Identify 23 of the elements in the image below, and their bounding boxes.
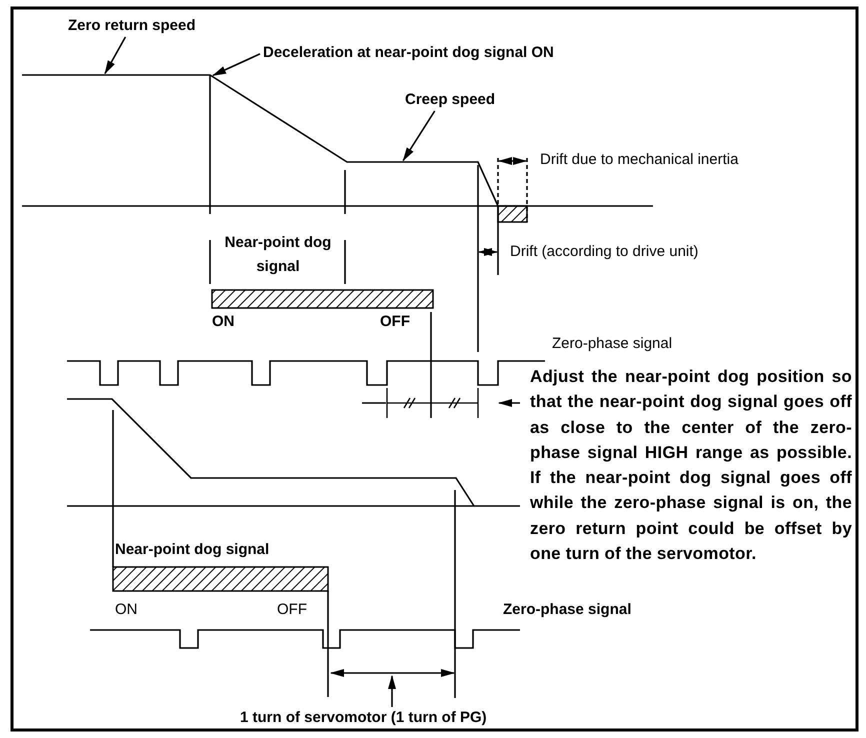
signal-bar xyxy=(211,289,434,309)
dimension-line xyxy=(330,669,455,677)
signal-label: Zero-phase signal xyxy=(552,335,672,353)
leader-arrow xyxy=(212,53,260,76)
state-label: OFF xyxy=(277,601,307,619)
signal-label: Near-point dog signal xyxy=(115,541,270,559)
signal-bar xyxy=(112,566,329,592)
signal-label: Near-point dog signal xyxy=(224,233,332,277)
leader-arrow xyxy=(104,36,126,74)
state-label: OFF xyxy=(380,313,410,331)
speed-curve xyxy=(22,74,499,206)
leader-text: 1 turn of servomotor (1 turn of PG) xyxy=(240,709,487,727)
state-label: ON xyxy=(115,601,138,619)
state-label: ON xyxy=(212,313,234,331)
leader-text: Deceleration at near-point dog signal ON xyxy=(263,44,554,62)
annotation: Drift (according to drive unit) xyxy=(510,243,698,261)
annotation: Drift due to mechanical inertia xyxy=(540,151,738,169)
note-paragraph: Adjust the near-point dog position so that the near-point dog signal goes off as close to the center of the zero-phase signal HIGH range as possible. If the near-point dog signal goes off while the zero-phase signal is on, the zero return point could be offset by one turn of the servomotor. xyxy=(530,366,852,566)
leader-arrow xyxy=(388,675,396,707)
signal-label: Zero-phase signal xyxy=(503,601,632,619)
leader-text: Creep speed xyxy=(405,91,496,109)
leader-arrow xyxy=(402,110,436,162)
leader-text: Zero return speed xyxy=(68,17,196,35)
